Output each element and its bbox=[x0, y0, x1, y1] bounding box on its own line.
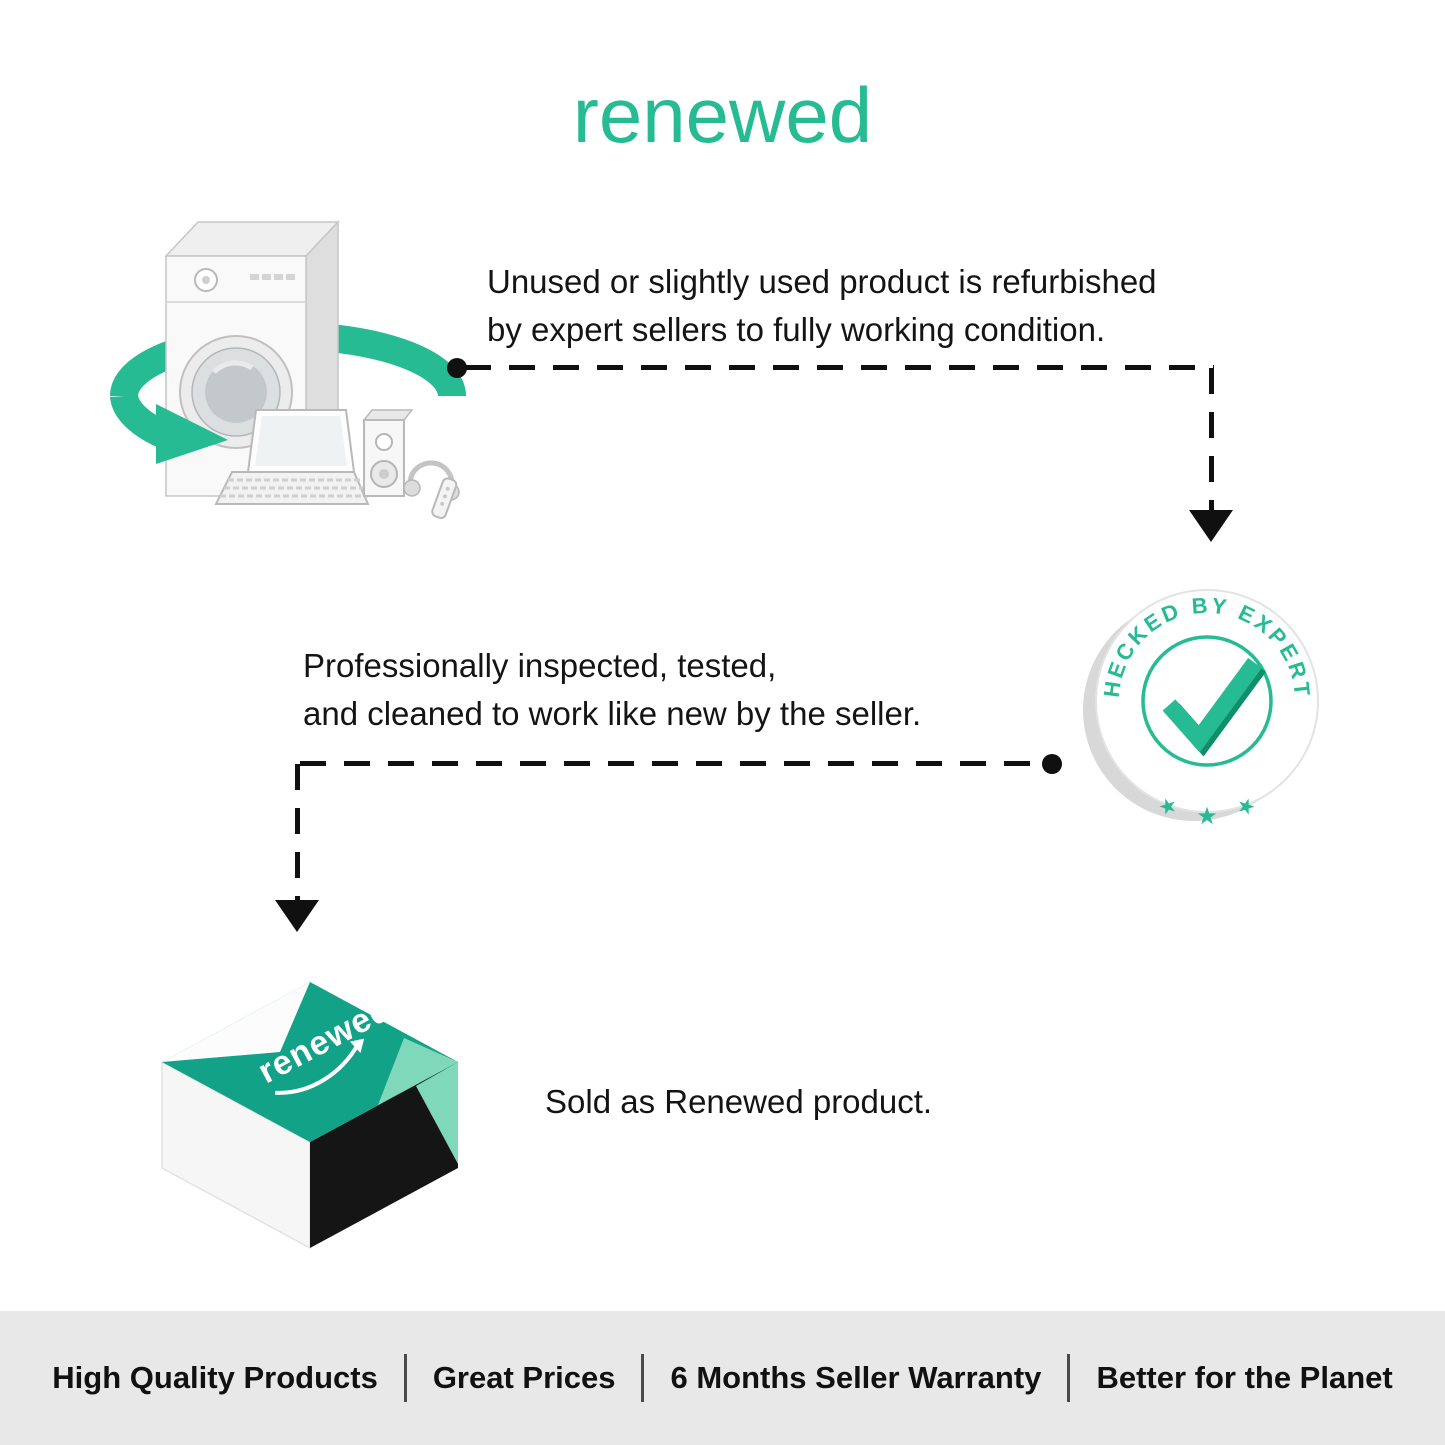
connector1-arrowhead-down-icon bbox=[1189, 510, 1233, 542]
badge-svg: CHECKED BY EXPERTS ★ ★ ★ bbox=[1064, 543, 1319, 830]
checkmark-icon bbox=[1162, 657, 1262, 753]
footer-bar: High Quality Products Great Prices 6 Mon… bbox=[0, 1311, 1445, 1445]
connector2-dot bbox=[1042, 754, 1062, 774]
footer-item-quality: High Quality Products bbox=[52, 1360, 378, 1395]
laptop-icon bbox=[214, 409, 370, 505]
footer-item-warranty: 6 Months Seller Warranty bbox=[670, 1360, 1042, 1395]
badge-inner-ring bbox=[1141, 635, 1273, 767]
refurbished-products-illustration bbox=[102, 196, 466, 540]
step2-text: Professionally inspected, tested, and cl… bbox=[303, 642, 921, 738]
smile-arrow-tip-icon bbox=[349, 1038, 365, 1054]
renewed-box-illustration: renewed bbox=[150, 950, 470, 1250]
step3-text: Sold as Renewed product. bbox=[545, 1078, 932, 1126]
speaker-icon bbox=[362, 409, 414, 497]
connector2-arrowhead-down-icon bbox=[275, 900, 319, 932]
footer-item-planet: Better for the Planet bbox=[1096, 1360, 1393, 1395]
recycle-arrowhead-icon bbox=[156, 404, 228, 464]
star-middle-icon: ★ bbox=[1196, 803, 1218, 830]
step1-text: Unused or slightly used product is refur… bbox=[487, 258, 1157, 354]
remote-icon bbox=[431, 477, 458, 520]
footer-divider bbox=[641, 1354, 645, 1402]
step3-line1: Sold as Renewed product. bbox=[545, 1083, 933, 1120]
footer-divider bbox=[1067, 1354, 1071, 1402]
box-right-face bbox=[310, 1062, 458, 1248]
page-title: renewed bbox=[572, 71, 873, 159]
step2-line1: Professionally inspected, tested, bbox=[303, 647, 777, 684]
badge-face bbox=[1095, 589, 1319, 813]
renewed-box-svg: renewed bbox=[161, 982, 458, 1250]
footer-divider bbox=[403, 1354, 407, 1402]
checked-by-experts-badge: CHECKED BY EXPERTS ★ ★ ★ bbox=[1064, 543, 1333, 849]
box-lid-mint-triangle bbox=[378, 1038, 458, 1105]
connector1-horizontal-line bbox=[465, 365, 1214, 370]
box-lid-white-triangle bbox=[162, 982, 310, 1062]
step2-line2: and cleaned to work like new by the sell… bbox=[303, 694, 922, 732]
step1-line2: by expert sellers to fully working condi… bbox=[487, 310, 1106, 348]
box-mint-wedge bbox=[416, 1062, 458, 1164]
appliances-illustration-svg bbox=[110, 220, 466, 520]
connector2-horizontal-line bbox=[300, 761, 1042, 766]
connector2-vertical-line bbox=[295, 764, 300, 902]
connector1-dot bbox=[447, 358, 467, 378]
footer-item-prices: Great Prices bbox=[432, 1360, 616, 1395]
smile-arrow-icon bbox=[275, 1043, 360, 1095]
connector1-vertical-line bbox=[1209, 368, 1214, 512]
step1-line1: Unused or slightly used product is refur… bbox=[487, 263, 1157, 300]
